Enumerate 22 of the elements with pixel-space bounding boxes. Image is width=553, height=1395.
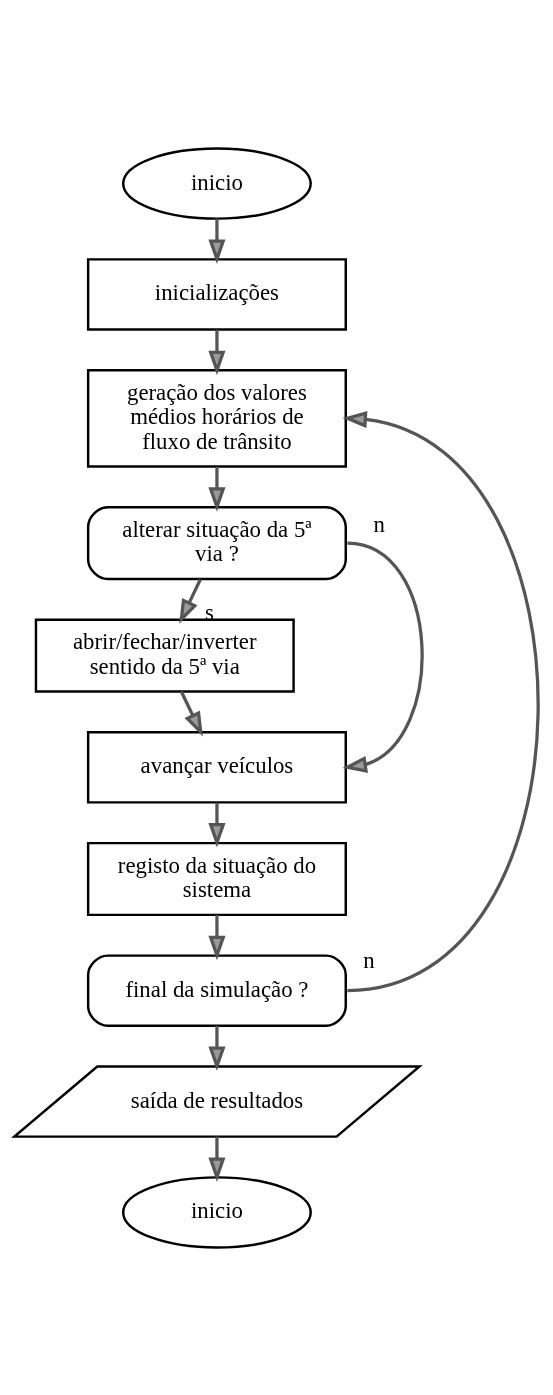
node-box: inicializações	[86, 257, 347, 331]
node-ellipse: inicio	[121, 146, 312, 220]
node-box: abrir/fechar/inverter sentido da 5ª via	[34, 618, 295, 693]
arrow	[342, 410, 540, 992]
edge-label: n	[363, 947, 375, 973]
arrow	[179, 690, 203, 736]
arrow	[208, 914, 226, 960]
arrow	[208, 218, 226, 264]
arrow	[208, 466, 226, 512]
node-box: registo da situação do sistema	[86, 841, 347, 916]
arrow	[208, 1136, 226, 1182]
arrow	[342, 541, 424, 773]
node-box: final da simulação ?	[86, 953, 347, 1027]
edge-label: n	[373, 511, 385, 537]
node-box: geração dos valores médios horários de fluxo de trânsito	[86, 368, 347, 468]
arrow	[208, 1025, 226, 1071]
arrow	[179, 578, 202, 624]
node-box: avançar veículos	[86, 730, 347, 804]
node-ellipse: inicio	[121, 1175, 312, 1249]
arrow	[208, 802, 226, 847]
arrow	[208, 329, 226, 375]
node-box: alterar situação da 5ª via ?	[86, 505, 347, 580]
